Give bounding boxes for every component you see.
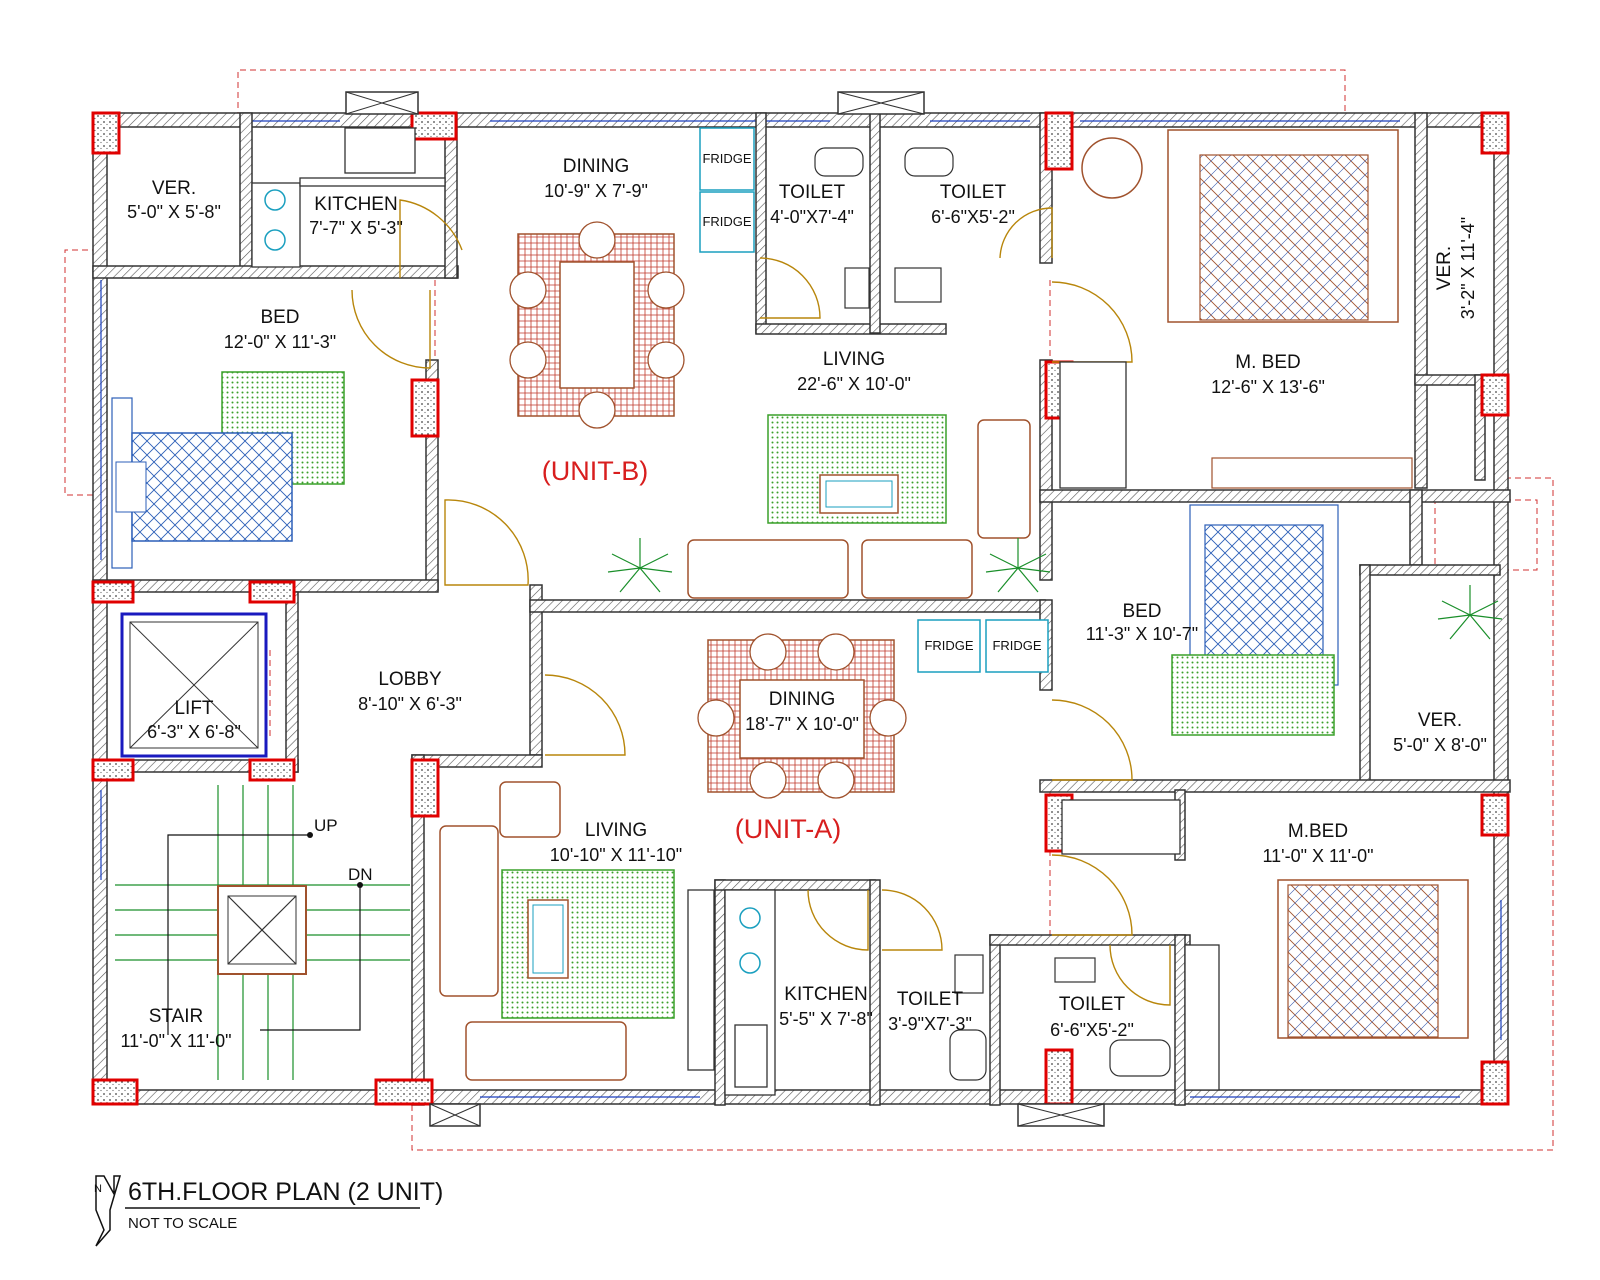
room-dims-bed-b: 12'-0" X 11'-3" — [224, 332, 336, 352]
dining-sets — [509, 221, 907, 799]
title-block: N 6TH.FLOOR PLAN (2 UNIT) NOT TO SCALE — [94, 1175, 443, 1247]
room-name-kitchen-b: KITCHEN — [314, 194, 397, 215]
unit-label-a: (UNIT-A) — [735, 814, 841, 844]
unit-label-b: (UNIT-B) — [542, 456, 648, 486]
room-name-ver-a: VER. — [1418, 710, 1462, 731]
stair-down-label: DN — [348, 865, 373, 884]
sofas — [439, 419, 1031, 1081]
room-dims-bed-a: 11'-3" X 10'-7" — [1086, 624, 1198, 644]
wardrobes — [687, 361, 1220, 1091]
room-name-living-a: LIVING — [585, 820, 647, 841]
door-swings — [351, 199, 1171, 1006]
plan-title: 6TH.FLOOR PLAN (2 UNIT) — [128, 1178, 443, 1206]
room-name-lift: LIFT — [174, 698, 213, 719]
room-dims-ver-a: 5'-0" X 8'-0" — [1393, 735, 1487, 755]
columns — [91, 111, 1510, 1106]
room-dims-stair: 11'-0" X 11'-0" — [120, 1031, 231, 1051]
room-name-toilet-a1: TOILET — [897, 989, 964, 1010]
fridge-label: FRIDGE — [702, 214, 751, 229]
interior-walls — [92, 112, 1511, 1106]
fridge-label: FRIDGE — [702, 151, 751, 166]
room-dims-dining-b: 10'-9" X 7'-9" — [544, 181, 648, 201]
furniture-rugs — [111, 129, 1469, 1039]
room-name-bed-a: BED — [1122, 601, 1161, 622]
room-name-lobby: LOBBY — [378, 669, 442, 690]
room-dims-toilet-b2: 6'-6"X5'-2" — [931, 207, 1015, 227]
toilet-fixtures — [814, 147, 1171, 1081]
window-strips — [100, 120, 1502, 1098]
plan-subtitle: NOT TO SCALE — [128, 1215, 237, 1232]
staircase — [115, 785, 410, 1080]
room-name-toilet-a2: TOILET — [1059, 994, 1126, 1015]
room-name-toilet-b2: TOILET — [940, 182, 1007, 203]
duct-boxes — [345, 91, 1105, 1127]
stair-up-label: UP — [314, 816, 338, 835]
north-symbol: N — [94, 1183, 102, 1195]
lift-shaft — [120, 612, 268, 758]
room-name-stair: STAIR — [149, 1006, 204, 1027]
room-dims-mbed-a: 11'-0" X 11'-0" — [1262, 846, 1373, 866]
room-dims-dining-a: 18'-7" X 10'-0" — [745, 714, 859, 734]
room-name-kitchen-a: KITCHEN — [784, 984, 867, 1005]
room-dims-living-a: 10'-10" X 11'-10" — [550, 845, 682, 865]
room-name-dining-a: DINING — [769, 689, 836, 710]
room-dims-kitchen-a: 5'-5" X 7'-8" — [779, 1009, 873, 1029]
room-name-mbed-b: M. BED — [1235, 352, 1300, 373]
room-dims-lobby: 8'-10" X 6'-3" — [358, 694, 462, 714]
room-name-dining-b: DINING — [563, 156, 630, 177]
fridge-label: FRIDGE — [924, 638, 973, 653]
room-name-ver-b1: VER. — [152, 178, 196, 199]
room-dims-mbed-b: 12'-6" X 13'-6" — [1211, 377, 1325, 397]
room-name-bed-b: BED — [260, 307, 299, 328]
room-dims-living-b: 22'-6" X 10'-0" — [797, 374, 911, 394]
plant-icons — [607, 538, 1503, 640]
stove-icon — [264, 189, 761, 974]
room-dims-lift: 6'-3" X 6'-8" — [147, 722, 241, 742]
fridge-label: FRIDGE — [992, 638, 1041, 653]
room-dims-toilet-a1: 3'-9"X7'-3" — [888, 1014, 972, 1034]
fridges — [699, 127, 1049, 673]
room-dims-kitchen-b: 7'-7" X 5'-3" — [309, 218, 403, 238]
kitchen-counters — [251, 127, 776, 1096]
room-name-ver-b2: VER. — [1434, 246, 1455, 290]
room-name-mbed-a: M.BED — [1288, 821, 1348, 842]
north-arrow-icon — [95, 1175, 122, 1247]
room-name-toilet-b1: TOILET — [779, 182, 846, 203]
room-dims-ver-b1: 5'-0" X 5'-8" — [127, 202, 221, 222]
room-dims-toilet-a2: 6'-6"X5'-2" — [1050, 1020, 1134, 1040]
room-name-living-b: LIVING — [823, 349, 885, 370]
room-labels: VER. 5'-0" X 5'-8" KITCHEN 7'-7" X 5'-3"… — [120, 156, 1486, 1051]
armchair — [1081, 137, 1143, 199]
room-dims-toilet-b1: 4'-0"X7'-4" — [770, 207, 854, 227]
room-dims-ver-b2: 3'-2" X 11'-4" — [1458, 217, 1478, 319]
